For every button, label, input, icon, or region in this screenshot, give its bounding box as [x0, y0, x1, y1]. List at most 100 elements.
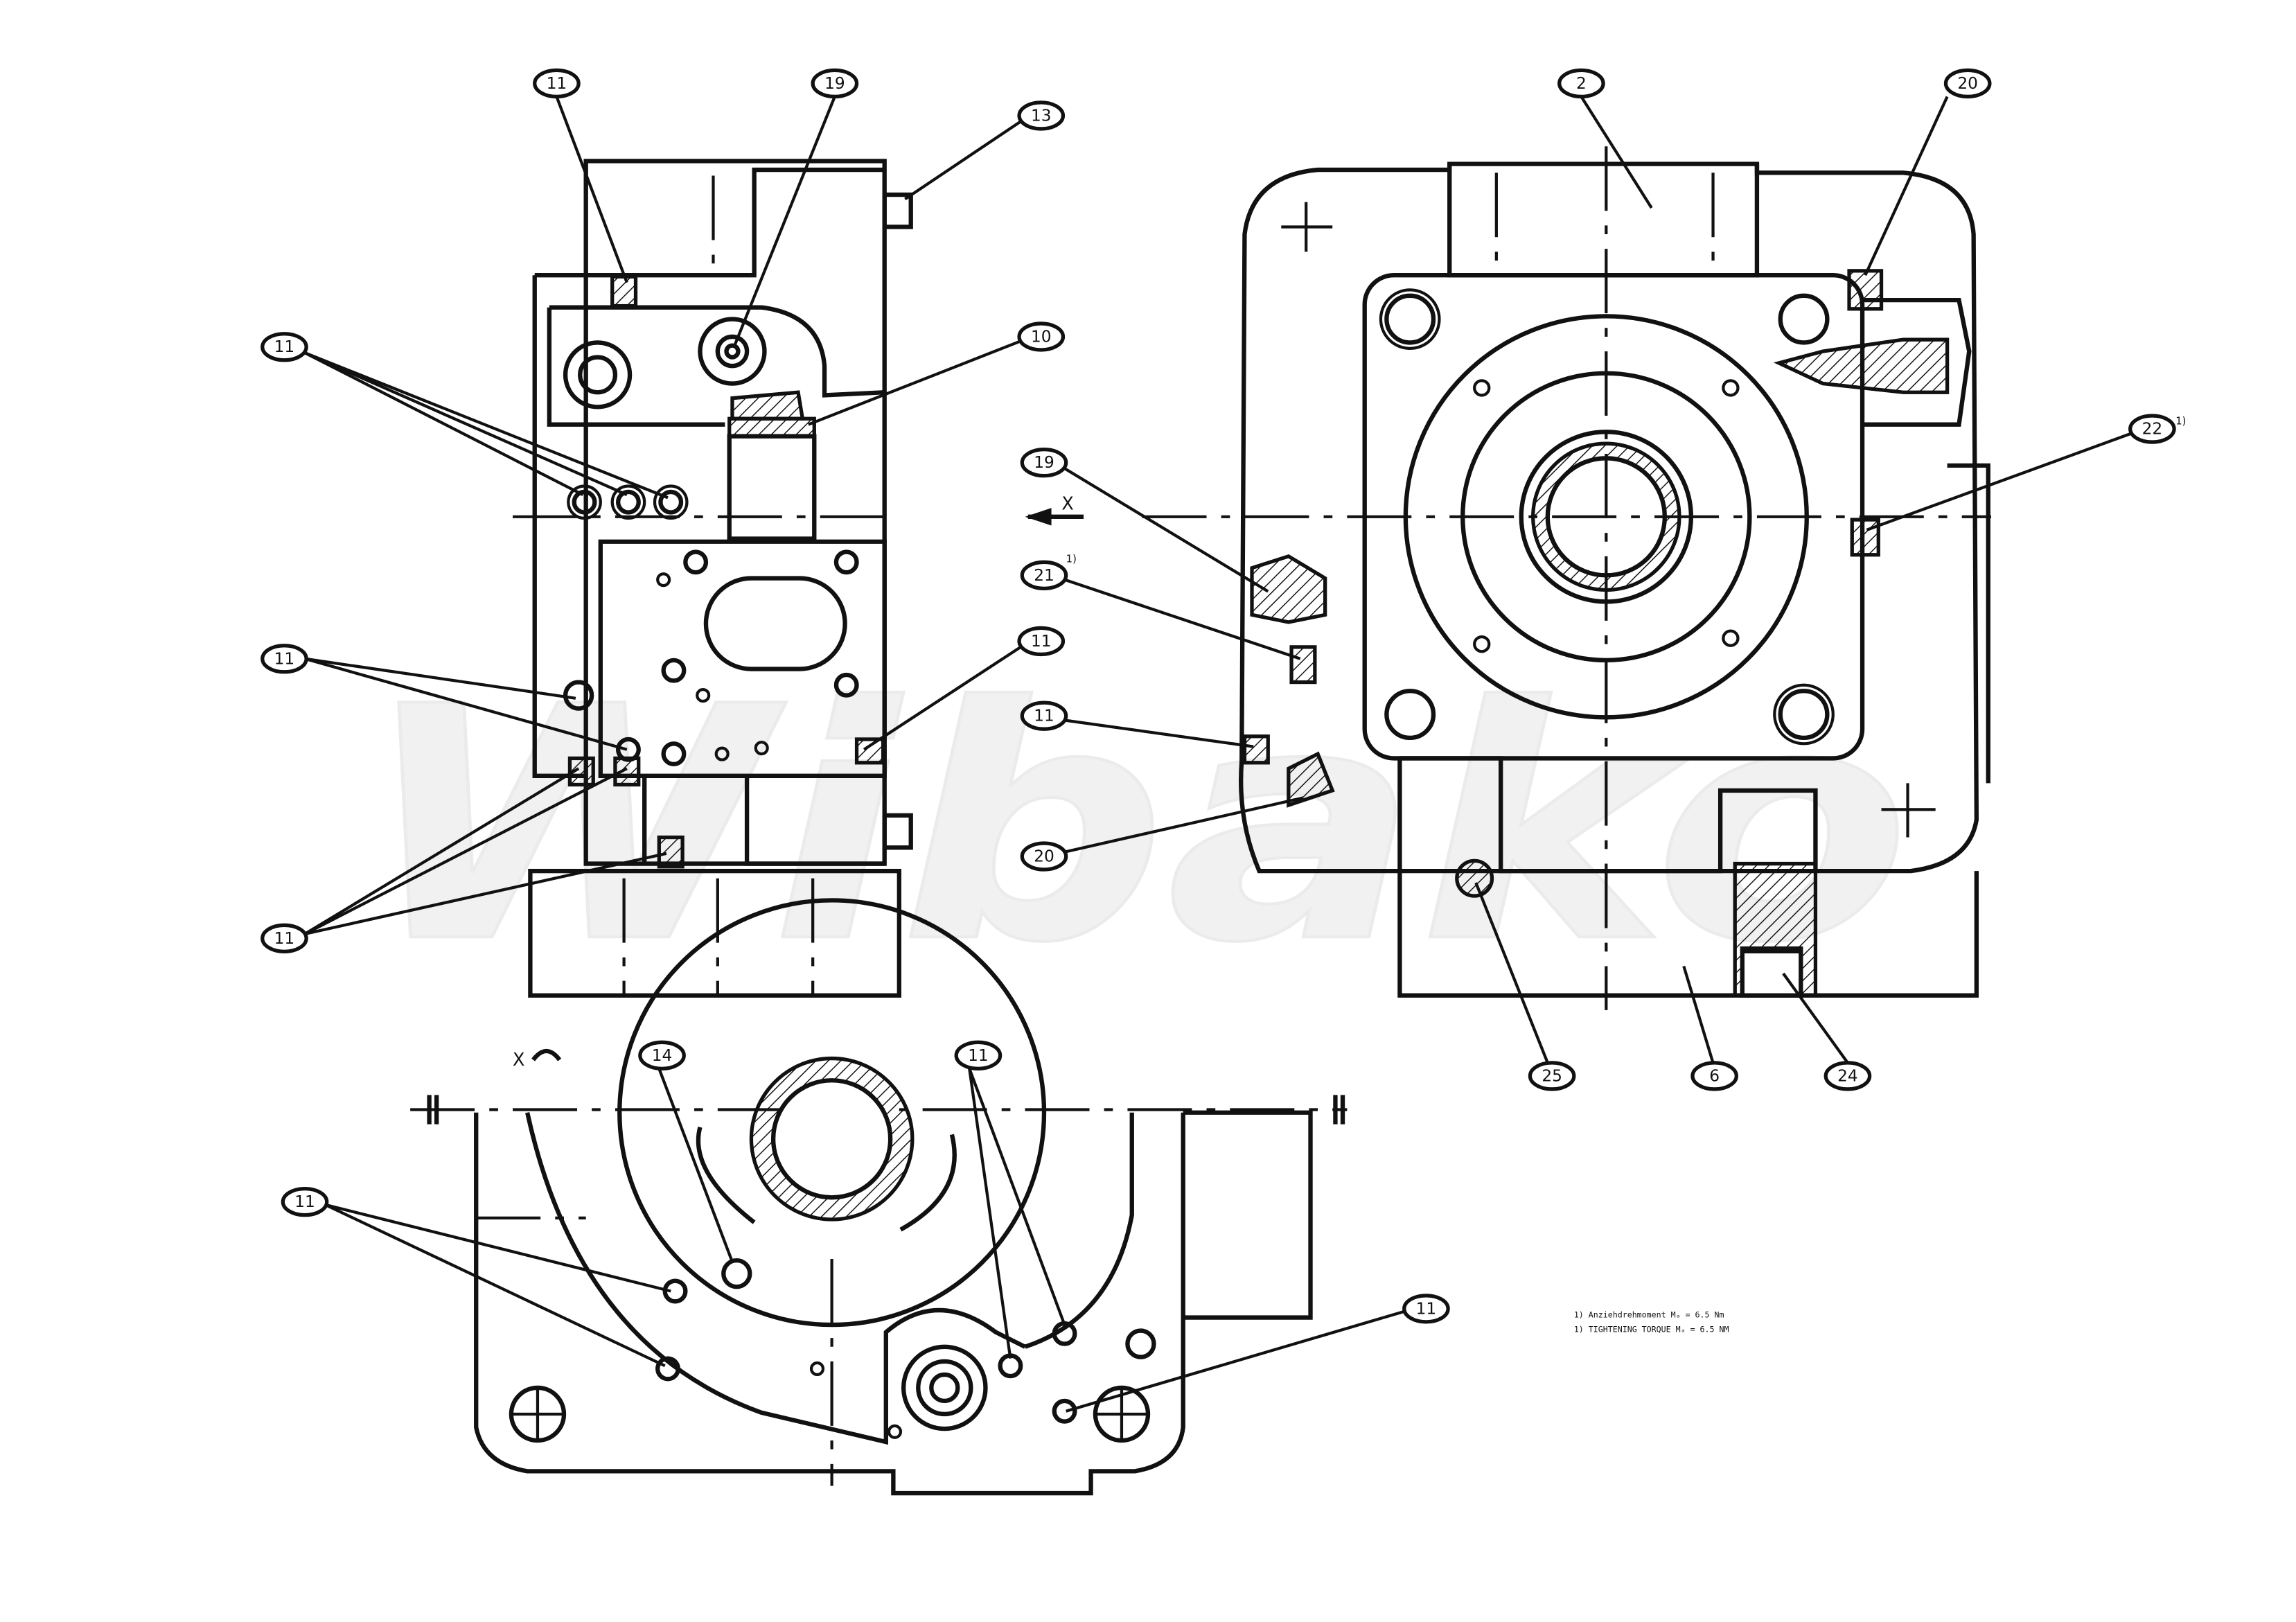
- hole-small: [809, 1361, 825, 1377]
- bore-center: [724, 343, 741, 360]
- side-view: [513, 159, 913, 998]
- screw-11: [615, 489, 641, 515]
- valve-bore: [1862, 297, 1972, 427]
- hole-small: [656, 572, 671, 588]
- balloon-number: 11: [294, 1192, 315, 1211]
- threaded-hole: [1473, 635, 1491, 653]
- balloon-14: 14: [638, 1040, 686, 1070]
- screw-section-11: [1242, 734, 1270, 765]
- balloon-19: 19: [811, 68, 859, 99]
- side-view-top-step: [534, 167, 885, 278]
- torque-note-de: 1) Anziehdrehmoment Mₐ = 6.5 Nm: [1574, 1310, 1724, 1320]
- hole-mark: [1881, 783, 1936, 838]
- hole: [661, 658, 687, 683]
- balloon-11: 11: [1402, 1294, 1450, 1324]
- balloon-number: 11: [274, 649, 295, 668]
- balloon-19: 19: [1020, 447, 1068, 478]
- screw-11: [572, 489, 597, 515]
- hole-small: [714, 746, 730, 761]
- balloon-footnote-marker: 1): [1066, 553, 1077, 565]
- balloon-number: 11: [1034, 707, 1054, 725]
- screw-section-11: [657, 835, 685, 869]
- balloon-25: 25: [1528, 1061, 1576, 1091]
- kidney-slot: [703, 576, 847, 671]
- rotation-arrow: [531, 1048, 562, 1061]
- port-bore: [916, 1359, 973, 1417]
- screw-14: [721, 1258, 752, 1289]
- hole: [833, 549, 859, 575]
- balloon-number: 11: [968, 1046, 989, 1065]
- side-view-upper-profile: [549, 305, 885, 398]
- hole: [661, 741, 687, 767]
- bottom-view: [410, 898, 1348, 1496]
- bottom-view-housing-curve: [1024, 1112, 1134, 1349]
- balloon-21: 211): [1020, 553, 1077, 590]
- balloon-number: 11: [1416, 1299, 1437, 1318]
- balloon-number: 10: [1031, 327, 1052, 346]
- balloon-11: 11: [260, 923, 308, 953]
- valve-section: [1773, 337, 1950, 394]
- threaded-hole: [1473, 379, 1491, 397]
- balloon-number: 11: [547, 74, 567, 93]
- kidney-slot: [696, 1127, 756, 1224]
- side-view-control-plate: [598, 539, 887, 778]
- bottom-view-outline: [474, 1112, 1185, 1496]
- hole-small: [887, 1424, 903, 1439]
- leader-lines: [303, 96, 2132, 1413]
- sleeve-10: [727, 416, 816, 439]
- balloon-number: 22: [2142, 420, 2163, 439]
- screw-11: [655, 1356, 680, 1382]
- balloon-number: 20: [1957, 74, 1978, 93]
- balloon-20: 20: [1943, 68, 1992, 99]
- plug-25: [1455, 858, 1494, 898]
- flange-hole: [1778, 293, 1830, 345]
- break-marks: [427, 1095, 1345, 1125]
- flange-hole-chamfer: [1773, 683, 1835, 746]
- screw-head: [653, 484, 689, 520]
- balloon-number: 13: [1031, 106, 1052, 125]
- balloon-2: 2: [1557, 68, 1605, 99]
- screw-head: [567, 484, 602, 520]
- balloon-number: 19: [1034, 453, 1054, 472]
- balloon-11: 11: [954, 1040, 1003, 1070]
- balloon-11: 11: [260, 332, 308, 362]
- balloon-number: 2: [1576, 74, 1587, 93]
- bore: [563, 340, 633, 409]
- base-plate-profile: [1399, 756, 1818, 874]
- pin: [882, 813, 913, 850]
- balloon-24: 24: [1823, 1061, 1872, 1091]
- balloon-10: 10: [1017, 321, 1066, 352]
- flange-hole-chamfer: [1379, 288, 1441, 350]
- bore-inner: [578, 355, 618, 395]
- port-boss: [901, 1344, 988, 1431]
- hole-small: [696, 688, 711, 703]
- balloon-number: 14: [652, 1046, 673, 1065]
- threaded-hole: [1722, 629, 1740, 647]
- balloon-number: 20: [1034, 847, 1054, 865]
- screw-11: [658, 489, 684, 515]
- hole: [1125, 1328, 1156, 1359]
- balloon-number: 11: [274, 929, 295, 948]
- sleeve-bore: [727, 434, 817, 541]
- balloon-number: 25: [1542, 1066, 1562, 1085]
- torque-note-en: 1) TIGHTENING TORQUE Mₐ = 6.5 NM: [1574, 1325, 1729, 1334]
- front-view: [1025, 146, 1991, 1010]
- hole: [683, 549, 709, 575]
- balloon-number: 6: [1709, 1066, 1720, 1085]
- screw-11: [998, 1353, 1023, 1379]
- side-view-base-plate: [528, 868, 901, 998]
- screw-section-11: [610, 274, 638, 308]
- screw-section-11: [854, 737, 885, 765]
- view-x-label: X: [513, 1049, 524, 1070]
- plug-21: [1289, 645, 1317, 685]
- balloon-6: 6: [1690, 1061, 1738, 1091]
- pin-13: [882, 192, 913, 229]
- kidney-slot: [899, 1134, 957, 1232]
- hole-mark: [513, 1389, 564, 1441]
- balloon-number: 11: [274, 337, 295, 356]
- hole-small: [754, 741, 769, 756]
- view-arrow-label: X: [1061, 493, 1073, 513]
- hole: [833, 672, 859, 698]
